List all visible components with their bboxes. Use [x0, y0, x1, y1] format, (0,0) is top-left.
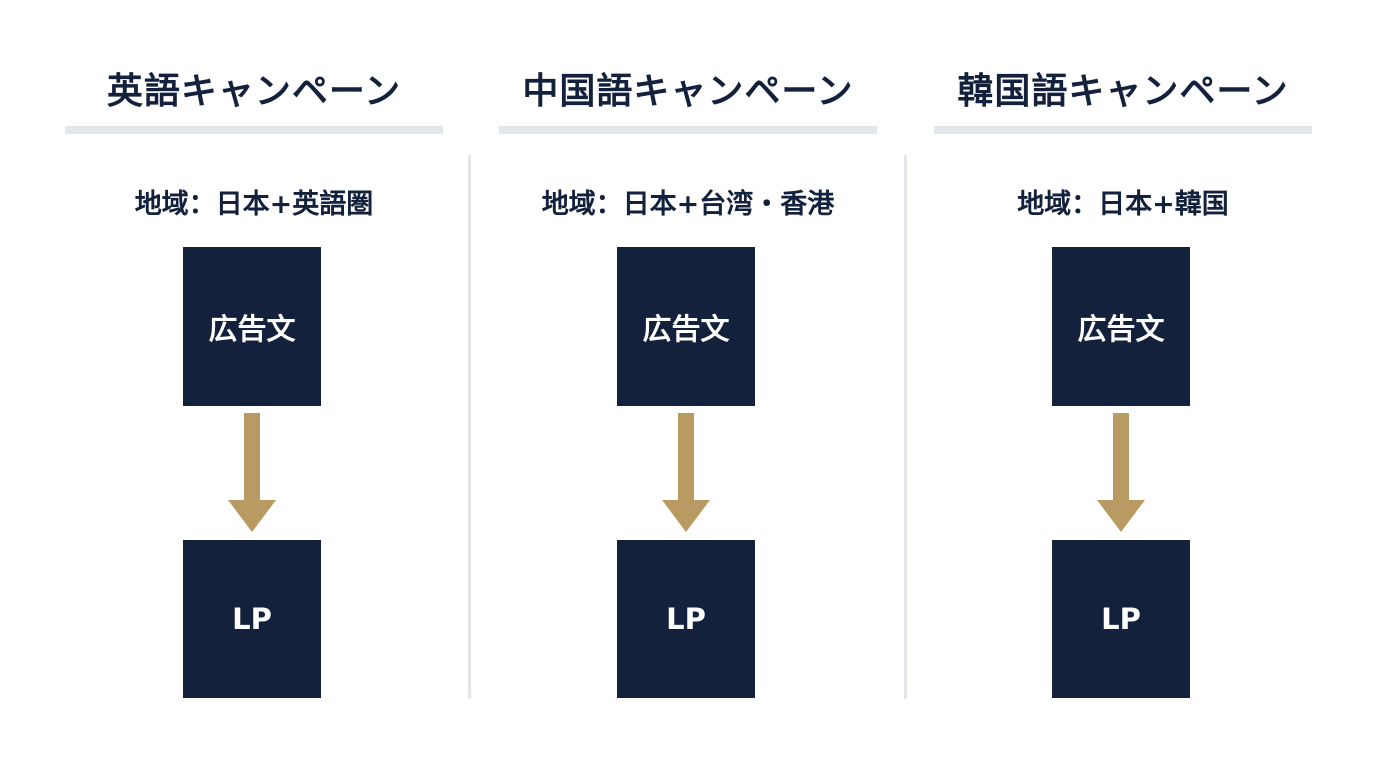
- region-label: 地域：日本+台湾・香港: [541, 189, 835, 220]
- column-english: 英語キャンペーン 地域：日本+英語圏 広告文 LP: [65, 0, 443, 768]
- lp-label: LP: [1101, 602, 1141, 636]
- down-arrow-icon: [228, 413, 276, 532]
- region-label: 地域：日本+韓国: [1017, 189, 1229, 220]
- column-title: 韓国語キャンペーン: [957, 71, 1289, 112]
- title-underline: [65, 126, 443, 134]
- lp-label: LP: [232, 602, 272, 636]
- column-korean: 韓国語キャンペーン 地域：日本+韓国 広告文 LP: [934, 0, 1312, 768]
- column-divider: [468, 155, 471, 699]
- lp-box: LP: [1052, 540, 1190, 698]
- column-title: 英語キャンペーン: [106, 71, 402, 112]
- ad-copy-label: 広告文: [1077, 311, 1165, 346]
- region-label: 地域：日本+英語圏: [134, 189, 374, 220]
- column-chinese: 中国語キャンペーン 地域：日本+台湾・香港 広告文 LP: [499, 0, 877, 768]
- ad-copy-box: 広告文: [617, 247, 755, 406]
- lp-box: LP: [183, 540, 321, 698]
- ad-copy-box: 広告文: [1052, 247, 1190, 406]
- down-arrow-icon: [662, 413, 710, 532]
- lp-box: LP: [617, 540, 755, 698]
- lp-label: LP: [666, 602, 706, 636]
- column-divider: [904, 155, 907, 699]
- ad-copy-label: 広告文: [642, 311, 730, 346]
- ad-copy-label: 広告文: [208, 311, 296, 346]
- down-arrow-icon: [1097, 413, 1145, 532]
- title-underline: [934, 126, 1312, 134]
- column-title: 中国語キャンペーン: [522, 71, 854, 112]
- title-underline: [499, 126, 877, 134]
- ad-copy-box: 広告文: [183, 247, 321, 406]
